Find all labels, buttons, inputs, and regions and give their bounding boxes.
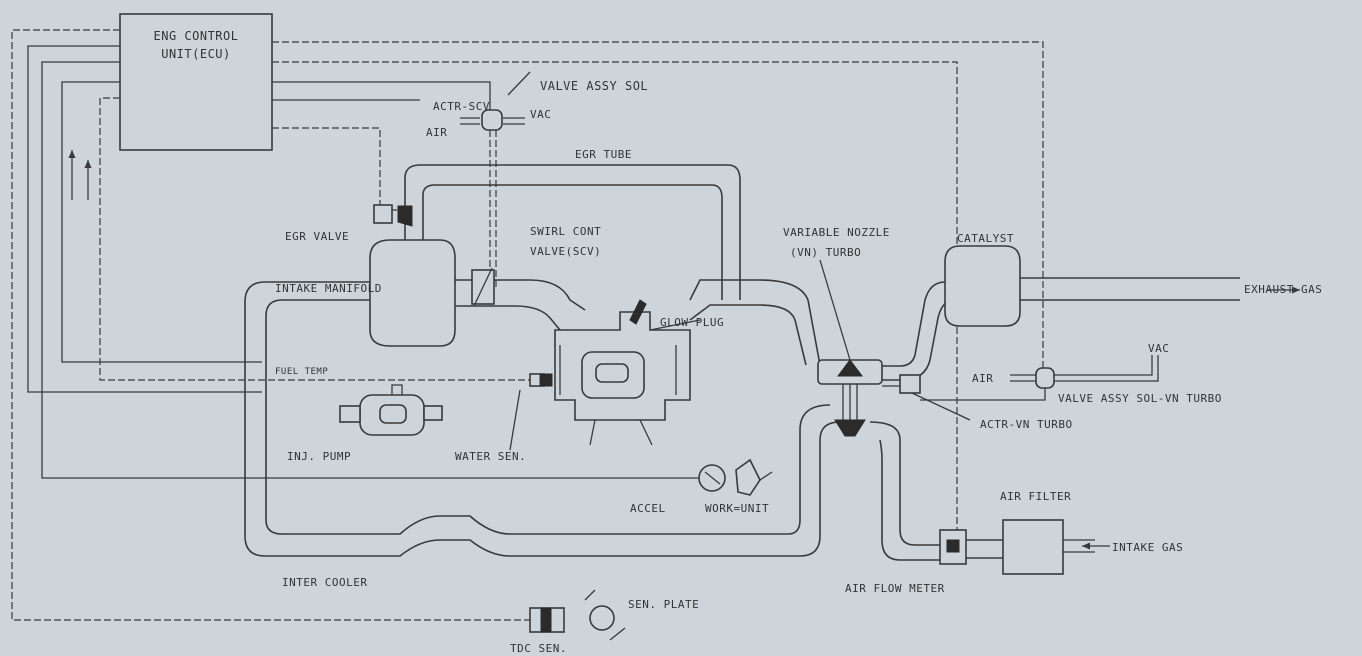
water-sensor: WATER SEN.: [455, 373, 553, 463]
injection-pump: FUEL TEMP INJ. PUMP: [275, 367, 443, 463]
actr-vn-turbo: ACTR-VN TURBO: [882, 374, 1073, 431]
engine-block: GLOW PLUG: [554, 279, 821, 446]
air-intake: AIR FILTER INTAKE GAS AIR FLOW METER: [845, 421, 1183, 595]
swirl-label-line1: SWIRL CONT: [530, 225, 601, 238]
air-flow-meter-label: AIR FLOW METER: [845, 582, 945, 595]
catalyst-label: CATALYST: [957, 232, 1014, 245]
accel-work-unit: ACCEL WORK=UNIT: [630, 458, 773, 515]
swirl-control-valve: SWIRL CONT VALVE(SCV): [471, 225, 601, 307]
egr-valve: EGR VALVE: [285, 204, 413, 243]
egr-valve-label: EGR VALVE: [285, 230, 349, 243]
ecu-signal-wires: [11, 29, 1044, 621]
air-top-label: AIR: [426, 126, 447, 139]
air-right-label: AIR: [972, 372, 993, 385]
fuel-temp-label: FUEL TEMP: [275, 367, 328, 377]
ecu-box: ENG CONTROL UNIT(ECU): [119, 13, 273, 151]
actr-scv-label: ACTR-SCV: [433, 100, 490, 113]
intake-manifold-label: INTAKE MANIFOLD: [275, 282, 382, 295]
ecu-label-line1: ENG CONTROL: [154, 29, 239, 43]
vac-right-label: VAC: [1148, 342, 1169, 355]
glow-plug-label: GLOW PLUG: [660, 316, 724, 329]
valve-assy-sol-vn-label: VALVE ASSY SOL-VN TURBO: [1058, 392, 1222, 405]
variable-nozzle-label-line2: (VN) TURBO: [790, 246, 861, 259]
vac-top-label: VAC: [530, 108, 551, 121]
ecu-label-line2: UNIT(ECU): [161, 47, 231, 61]
egr-tube: EGR TUBE: [404, 148, 741, 300]
egr-tube-label: EGR TUBE: [575, 148, 632, 161]
accel-label-line1: ACCEL: [630, 502, 666, 515]
valve-assy-sol-label: VALVE ASSY SOL: [540, 79, 648, 93]
vn-turbo: VARIABLE NOZZLE (VN) TURBO: [783, 226, 956, 437]
water-sen-label: WATER SEN.: [455, 450, 526, 463]
inter-cooler-label: INTER COOLER: [282, 576, 367, 589]
tdc-sen-label: TDC SEN.: [510, 642, 567, 655]
valve-assy-sol-top: VALVE ASSY SOL ACTR-SCV AIR VAC: [426, 71, 648, 290]
intake-pipework: INTAKE MANIFOLD: [244, 239, 841, 557]
variable-nozzle-label-line1: VARIABLE NOZZLE: [783, 226, 890, 239]
catalyst: CATALYST EXHAUST GAS: [944, 232, 1322, 327]
intake-gas-label: INTAKE GAS: [1112, 541, 1183, 554]
sen-plate-label: SEN. PLATE: [628, 598, 699, 611]
actr-vn-label: ACTR-VN TURBO: [980, 418, 1073, 431]
swirl-label-line2: VALVE(SCV): [530, 245, 601, 258]
valve-assy-sol-vn: AIR VAC VALVE ASSY SOL-VN TURBO: [920, 342, 1222, 405]
accel-label-line2: WORK=UNIT: [705, 502, 769, 515]
inj-pump-label: INJ. PUMP: [287, 450, 351, 463]
exhaust-gas-label: EXHAUST GAS: [1244, 283, 1322, 296]
air-filter-label: AIR FILTER: [1000, 490, 1071, 503]
tdc-sensor: SEN. PLATE TDC SEN.: [510, 589, 699, 655]
